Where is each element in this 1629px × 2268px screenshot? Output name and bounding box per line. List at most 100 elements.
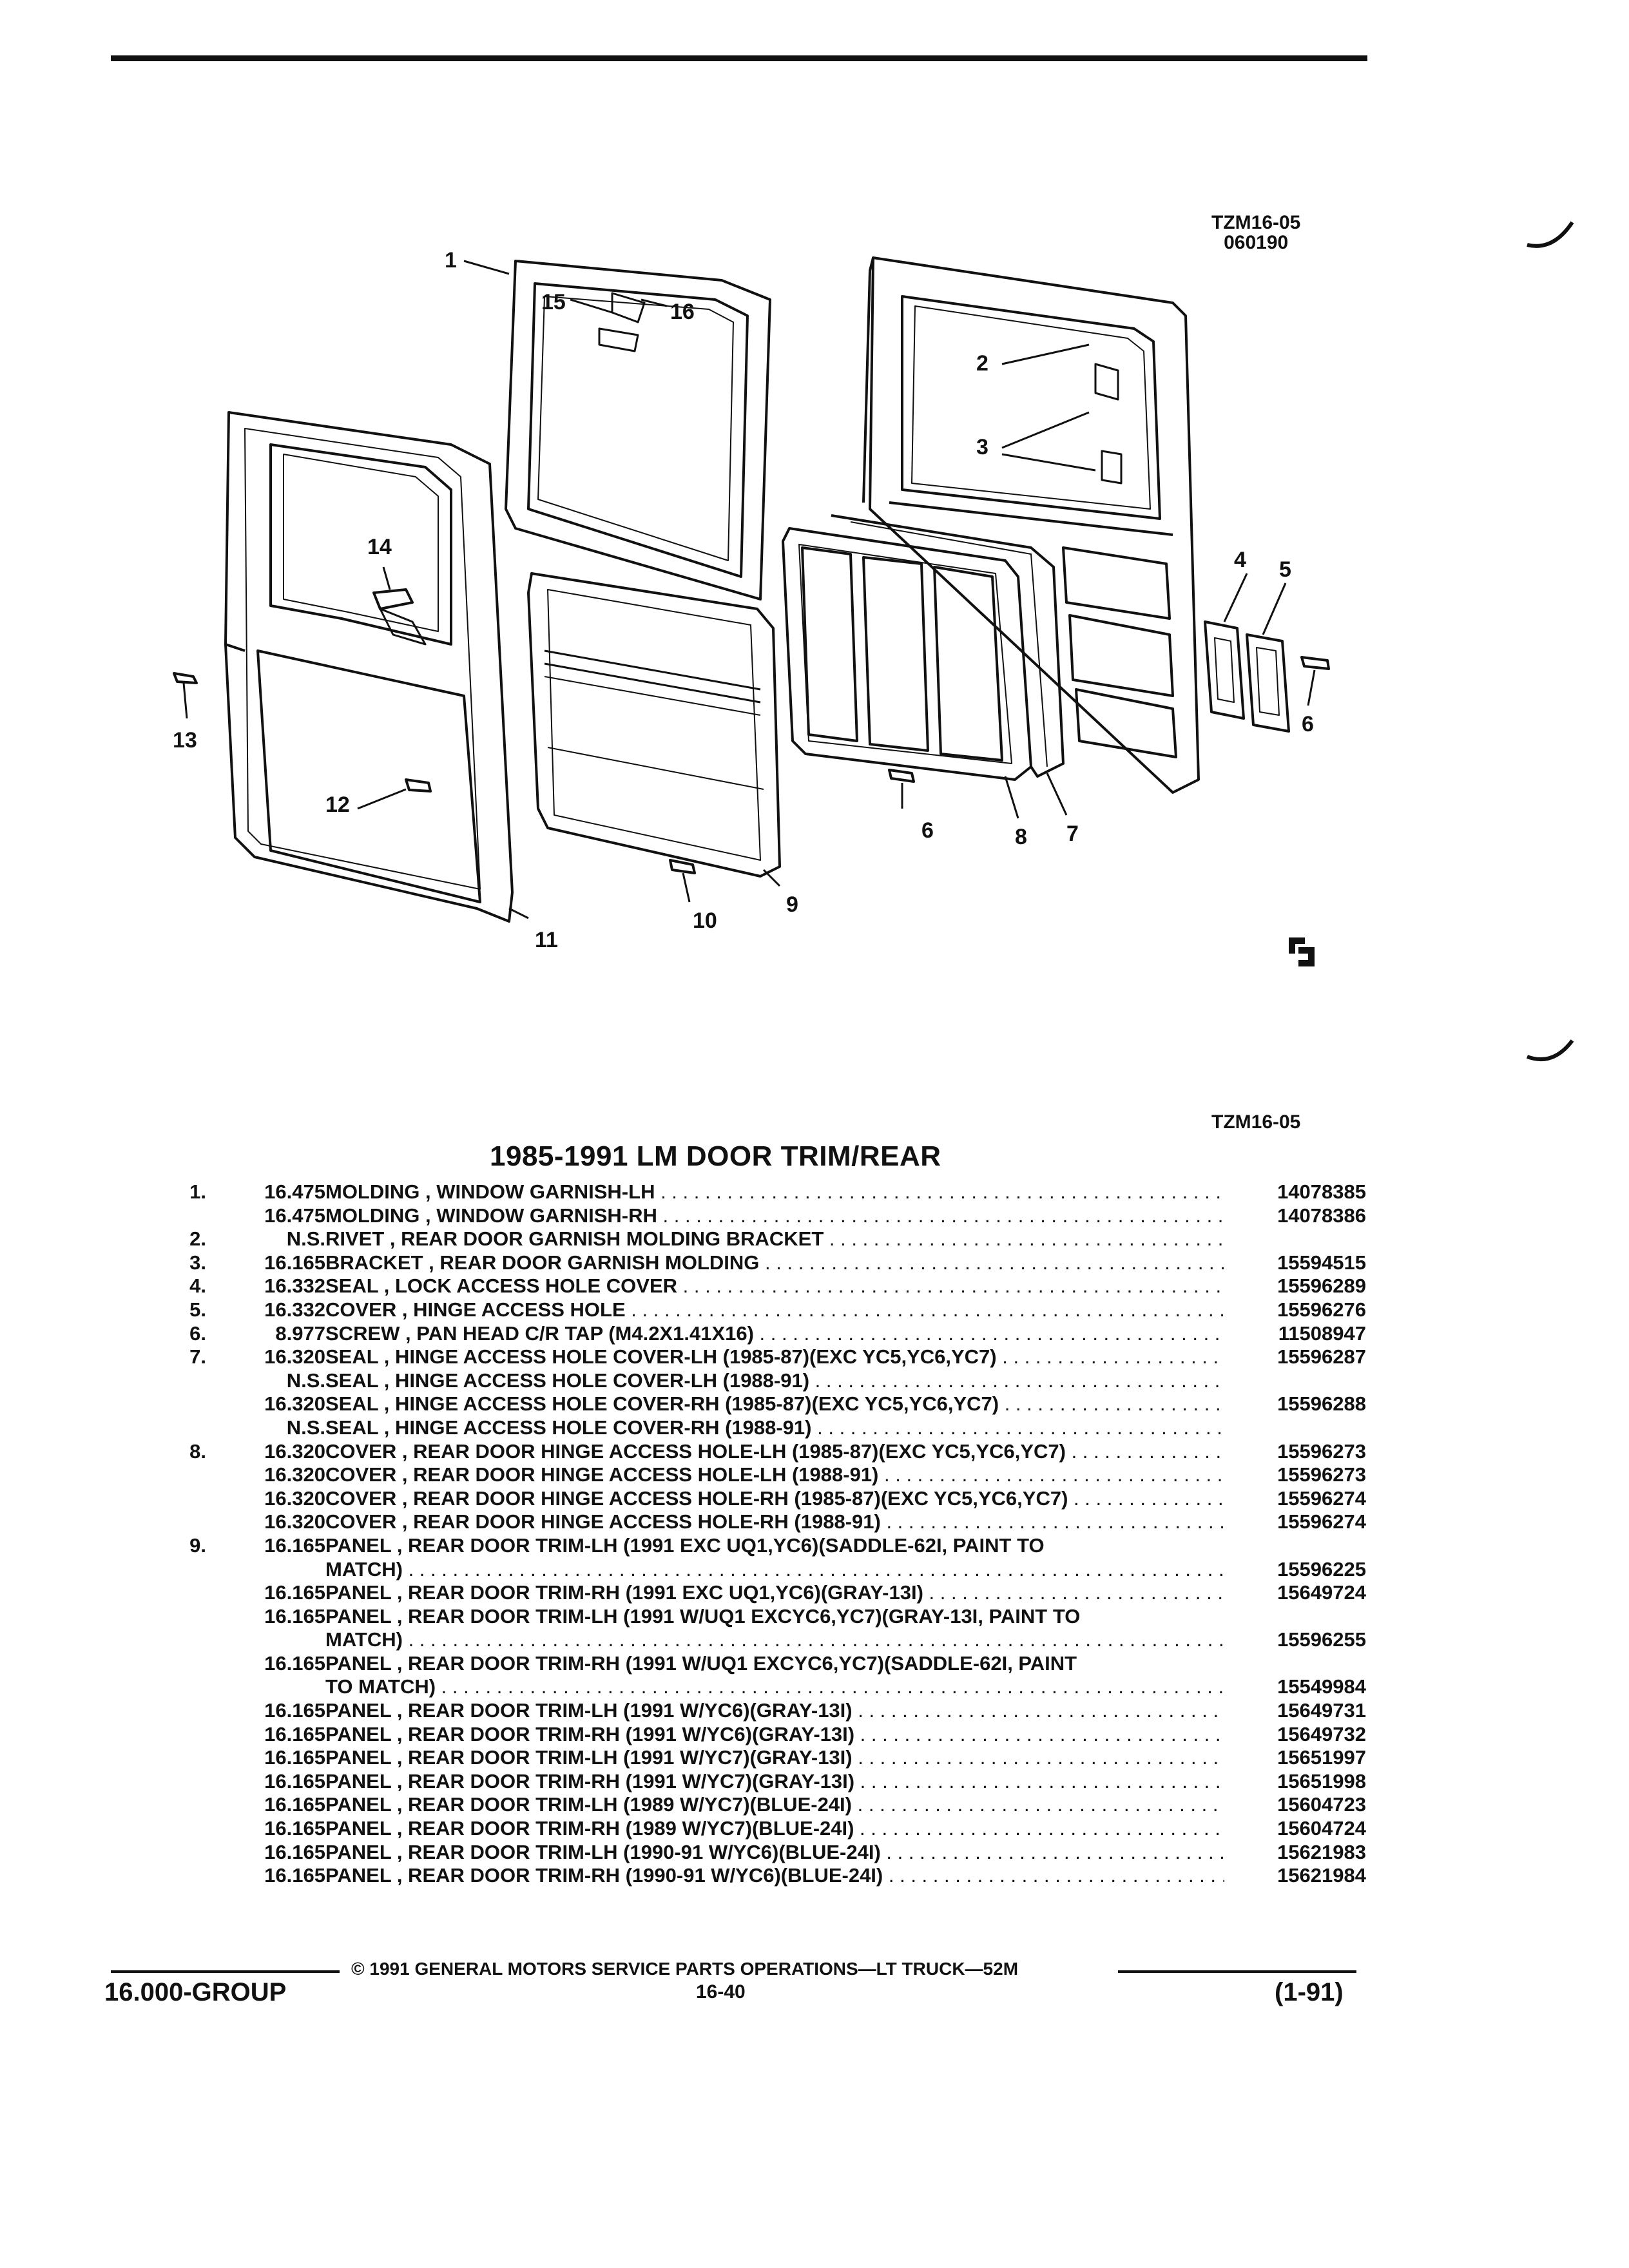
part-name: PANEL <box>325 1769 397 1792</box>
part-description: PANEL , REAR DOOR TRIM-LH (1991 W/UQ1 EX… <box>325 1605 1224 1629</box>
footer-date: (1-91) <box>1275 1978 1344 2006</box>
part-detail: , REAR DOOR TRIM-LH (1990-91 W/YC6)(BLUE… <box>396 1840 881 1863</box>
part-row: 2.N.S.RIVET , REAR DOOR GARNISH MOLDING … <box>155 1227 1366 1251</box>
part-name: PANEL <box>325 1699 397 1722</box>
part-group-number: 16.475 <box>264 1180 325 1203</box>
part-name: COVER <box>325 1486 402 1510</box>
part-number: 15549984 <box>1277 1675 1366 1698</box>
part-description: MOLDING , WINDOW GARNISH-LH <box>325 1180 1224 1204</box>
part-name: SEAL <box>325 1392 384 1416</box>
part-group-number: N.S. <box>286 1369 325 1392</box>
part-detail: , REAR DOOR HINGE ACCESS HOLE-RH (1985-8… <box>401 1486 1068 1510</box>
part-detail: , REAR DOOR TRIM-RH (1991 W/YC6)(GRAY-13… <box>396 1722 855 1745</box>
part-item-number: 6. <box>189 1321 206 1345</box>
part-detail: MATCH) <box>325 1628 403 1651</box>
part-number: 15649731 <box>1277 1699 1366 1722</box>
part-description: MATCH) <box>325 1558 1224 1582</box>
part-name: SEAL <box>325 1369 384 1392</box>
part-group-number: 16.165 <box>264 1840 325 1863</box>
part-group-number: 16.165 <box>264 1793 325 1816</box>
part-number: 15596276 <box>1277 1298 1366 1321</box>
part-description: RIVET , REAR DOOR GARNISH MOLDING BRACKE… <box>325 1227 1224 1251</box>
callout-15: 15 <box>541 290 566 314</box>
part-name: BRACKET <box>325 1251 429 1274</box>
part-row: TO MATCH) 15549984 <box>155 1675 1366 1699</box>
part-description: SEAL , HINGE ACCESS HOLE COVER-LH (1985-… <box>325 1345 1224 1369</box>
part-name: MOLDING <box>325 1204 425 1227</box>
part-name: RIVET <box>325 1227 390 1251</box>
part-name: MOLDING <box>325 1180 425 1203</box>
part-description: PANEL , REAR DOOR TRIM-RH (1991 W/YC6)(G… <box>325 1723 1224 1747</box>
callout-9: 9 <box>786 892 798 917</box>
part-description: SCREW , PAN HEAD C/R TAP (M4.2X1.41X16) <box>325 1322 1224 1346</box>
callout-4: 4 <box>1234 548 1246 572</box>
part-name: COVER <box>325 1510 402 1533</box>
illustration-date: 060190 <box>1224 232 1289 253</box>
part-group-number: 16.320 <box>264 1463 325 1486</box>
part-number: 11508947 <box>1278 1321 1366 1345</box>
part-description: SEAL , HINGE ACCESS HOLE COVER-RH (1988-… <box>325 1416 1224 1440</box>
callout-16: 16 <box>670 300 695 324</box>
part-detail: , PAN HEAD C/R TAP (M4.2X1.41X16) <box>405 1321 754 1345</box>
screw-6b <box>1300 656 1330 670</box>
part-name: COVER <box>325 1463 402 1486</box>
callout-12: 12 <box>325 793 350 817</box>
part-item-number: 4. <box>189 1274 206 1298</box>
footer-group: 16.000-GROUP <box>104 1978 287 2006</box>
part-number: 15596273 <box>1277 1439 1366 1463</box>
part-item-number: 7. <box>189 1345 206 1369</box>
door-trim-frame <box>224 411 514 923</box>
callout-8: 8 <box>1015 825 1027 849</box>
part-number: 15651997 <box>1277 1746 1366 1769</box>
part-name: PANEL <box>325 1581 397 1604</box>
part-detail: MATCH) <box>325 1557 403 1581</box>
part-group-number: 16.165 <box>264 1604 325 1628</box>
part-group-number: 16.165 <box>264 1864 325 1887</box>
part-name: PANEL <box>325 1840 397 1863</box>
part-detail: , HINGE ACCESS HOLE COVER-LH (1985-87)(E… <box>383 1345 997 1369</box>
part-detail: , REAR DOOR TRIM-LH (1991 W/YC7)(GRAY-13… <box>396 1746 853 1769</box>
part-item-number: 9. <box>189 1533 206 1557</box>
callout-3: 3 <box>976 435 988 459</box>
page-title: 1985-1991 LM DOOR TRIM/REAR <box>490 1140 941 1172</box>
part-description: MOLDING , WINDOW GARNISH-RH <box>325 1204 1224 1228</box>
part-group-number: 16.332 <box>264 1274 325 1298</box>
illustration-ref: TZM16-05 060190 <box>1211 213 1300 253</box>
callout-14: 14 <box>367 535 392 559</box>
part-detail: , REAR DOOR TRIM-LH (1991 EXC UQ1,YC6)(S… <box>396 1533 1045 1557</box>
part-name: PANEL <box>325 1651 397 1675</box>
part-description: PANEL , REAR DOOR TRIM-LH (1991 EXC UQ1,… <box>325 1534 1224 1558</box>
callout-10: 10 <box>693 908 717 933</box>
part-group-number: 16.320 <box>264 1486 325 1510</box>
part-item-number: 3. <box>189 1251 206 1274</box>
part-group-number: 16.165 <box>264 1581 325 1604</box>
window-garnish-molding <box>505 260 771 601</box>
part-description: PANEL , REAR DOOR TRIM-RH (1991 EXC UQ1,… <box>325 1581 1224 1605</box>
callout-2: 2 <box>976 351 988 376</box>
part-item-number: 8. <box>189 1439 206 1463</box>
part-name: SEAL <box>325 1274 384 1298</box>
part-row: MATCH) 15596225 <box>155 1558 1366 1582</box>
part-description: SEAL , HINGE ACCESS HOLE COVER-RH (1985-… <box>325 1392 1224 1416</box>
part-group-number: 16.165 <box>264 1251 325 1274</box>
part-detail: , REAR DOOR TRIM-RH (1990-91 W/YC6)(BLUE… <box>396 1864 883 1887</box>
part-number: 15596225 <box>1277 1557 1366 1581</box>
part-detail: , REAR DOOR TRIM-RH (1991 W/UQ1 EXCYC6,Y… <box>396 1651 1077 1675</box>
part-description: PANEL , REAR DOOR TRIM-RH (1991 W/UQ1 EX… <box>325 1652 1224 1676</box>
part-detail: , HINGE ACCESS HOLE COVER-RH (1988-91) <box>383 1416 812 1439</box>
part-description: TO MATCH) <box>325 1675 1224 1699</box>
bracket-14 <box>372 588 414 610</box>
part-group-number: 16.165 <box>264 1769 325 1792</box>
callout-1: 1 <box>445 248 457 273</box>
part-number: 15594515 <box>1277 1251 1366 1274</box>
part-detail: TO MATCH) <box>325 1675 436 1698</box>
part-number: 15621984 <box>1277 1864 1366 1887</box>
part-name: PANEL <box>325 1604 397 1628</box>
